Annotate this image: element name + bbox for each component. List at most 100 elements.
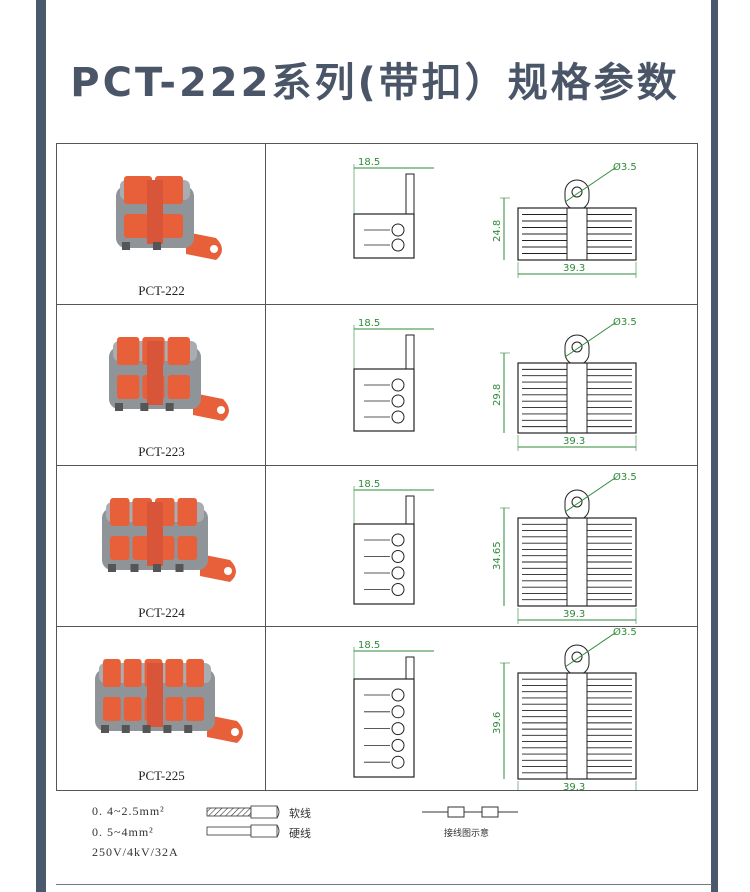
- width-label: 39.3: [563, 782, 585, 790]
- orange-lever: [167, 375, 190, 399]
- orange-lever: [186, 659, 204, 687]
- model-label: PCT-222: [138, 283, 185, 298]
- height-label: 29.8: [492, 384, 503, 406]
- wire-hole: [153, 564, 161, 572]
- orange-lever: [165, 697, 184, 721]
- orange-lever: [117, 375, 140, 399]
- side-port: [391, 410, 405, 424]
- wire-hole: [163, 725, 172, 733]
- center-clip: [147, 502, 163, 566]
- photo-cell: PCT-224: [57, 466, 266, 626]
- wire-hole: [184, 725, 193, 733]
- orange-lever: [103, 659, 121, 687]
- side-port: [391, 583, 405, 596]
- front-center: [566, 207, 588, 261]
- width-label: 39.3: [563, 263, 585, 274]
- drawing-cell: 18.5 Ø3.5 34.65 39.3: [266, 466, 697, 626]
- center-clip: [147, 663, 163, 727]
- wire-hole: [175, 564, 184, 572]
- photo-cell: PCT-223: [57, 305, 266, 465]
- orange-lever: [117, 337, 140, 365]
- soft-wire-range: 0. 4~2.5mm²: [92, 804, 165, 818]
- wire-legend-icon: [206, 805, 280, 838]
- side-width-label: 18.5: [358, 479, 380, 490]
- front-body: [517, 672, 637, 780]
- wire-hole: [121, 725, 130, 733]
- front-hole: [571, 341, 583, 353]
- mounting-tab: [186, 232, 222, 260]
- side-port: [391, 378, 405, 392]
- side-width-label: 18.5: [358, 157, 380, 168]
- wire-hole: [108, 564, 116, 572]
- side-port: [391, 550, 405, 563]
- model-label: PCT-223: [138, 444, 185, 459]
- wire-hole: [142, 725, 151, 733]
- front-center: [566, 517, 588, 607]
- hard-wire-range: 0. 5~4mm²: [92, 825, 154, 839]
- side-port: [391, 566, 405, 580]
- side-port: [391, 394, 405, 408]
- width-label: 39.3: [563, 609, 585, 620]
- side-body: [353, 213, 415, 259]
- orange-lever: [167, 337, 190, 365]
- orange-lever: [124, 176, 152, 204]
- front-center: [566, 362, 588, 434]
- side-port: [391, 533, 405, 547]
- side-body: [353, 368, 415, 432]
- hole-label: Ø3.5: [613, 316, 637, 328]
- wire-hole: [122, 242, 130, 250]
- mounting-tab: [207, 715, 243, 743]
- spec-row: PCT-224 18.5 Ø3.5 34.65 39.3: [57, 466, 697, 627]
- wire-hole: [165, 403, 174, 411]
- center-clip: [147, 180, 163, 244]
- wiring-diagram-icon: [422, 806, 518, 818]
- hole-label: Ø3.5: [613, 627, 637, 638]
- hard-wire-label: 硬线: [289, 827, 311, 840]
- side-port: [391, 705, 405, 719]
- left-rail: [36, 0, 46, 892]
- photo-cell: PCT-225: [57, 627, 266, 790]
- hole-label: Ø3.5: [613, 471, 637, 483]
- hole-label: Ø3.5: [613, 161, 637, 173]
- wire-hole: [140, 403, 149, 411]
- connector-photo: [109, 337, 229, 421]
- connector-photo: [116, 176, 222, 260]
- front-center: [566, 672, 588, 780]
- hole-leader: [564, 167, 616, 203]
- wiring-diagram-label: 接线图示意: [444, 829, 490, 839]
- mounting-tab: [193, 393, 229, 421]
- connector-photo: [102, 498, 236, 582]
- center-clip: [147, 341, 163, 405]
- orange-lever: [124, 214, 152, 238]
- side-port: [391, 223, 405, 237]
- orange-lever: [177, 498, 197, 526]
- mounting-hole: [224, 567, 232, 575]
- orange-lever: [165, 659, 184, 687]
- height-label: 34.65: [492, 541, 503, 570]
- orange-lever: [110, 498, 130, 526]
- wire-hole: [115, 403, 123, 411]
- photo-cell: PCT-222: [57, 144, 266, 304]
- mounting-hole: [210, 245, 218, 253]
- side-body: [353, 523, 415, 605]
- side-port: [391, 722, 405, 736]
- electrical-rating: 250V/4kV/32A: [92, 845, 179, 859]
- page-title: PCT-222系列(带扣）规格参数: [70, 60, 680, 106]
- side-width-label: 18.5: [358, 640, 380, 651]
- bottom-divider: [56, 884, 712, 885]
- mounting-hole: [231, 728, 239, 736]
- wire-hole: [153, 242, 161, 250]
- orange-lever: [123, 659, 142, 687]
- height-label: 39.6: [492, 712, 503, 734]
- hole-leader: [564, 477, 616, 513]
- hole-leader: [564, 322, 616, 358]
- model-label: PCT-225: [138, 768, 185, 783]
- front-hole: [571, 651, 583, 663]
- right-rail: [711, 0, 718, 892]
- side-port: [391, 688, 405, 702]
